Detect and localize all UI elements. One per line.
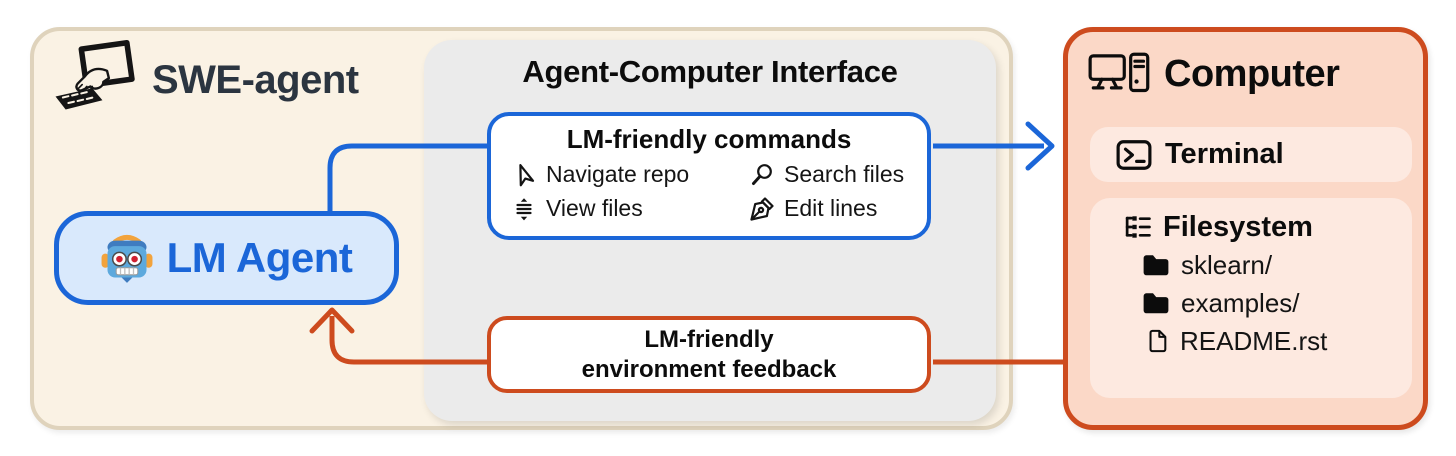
command-edit-lines: Edit lines bbox=[749, 195, 913, 222]
command-label: Navigate repo bbox=[546, 161, 690, 187]
view-lines-icon bbox=[516, 197, 532, 220]
aci-title: Agent-Computer Interface bbox=[522, 54, 898, 89]
search-icon bbox=[752, 163, 772, 185]
aci-panel: Agent-Computer Interface LM-friendly com… bbox=[424, 40, 996, 421]
hand-typing-on-monitor-icon bbox=[55, 39, 135, 110]
folder-icon bbox=[1143, 293, 1169, 314]
filesystem-section: Filesystem sklearn/ examples/ bbox=[1090, 198, 1412, 398]
lm-agent-box: LM Agent bbox=[54, 211, 399, 305]
computer-title: Computer bbox=[1164, 52, 1340, 95]
filesystem-title: Filesystem bbox=[1163, 210, 1313, 243]
filesystem-entry-readme: README.rst bbox=[1090, 322, 1412, 360]
terminal-label: Terminal bbox=[1165, 138, 1284, 170]
swe-agent-title: SWE-agent bbox=[152, 57, 359, 102]
filesystem-header: Filesystem bbox=[1090, 208, 1412, 246]
swe-agent-header: SWE-agent bbox=[50, 39, 359, 121]
feedback-box: LM-friendly environment feedback bbox=[487, 316, 931, 393]
command-label: Edit lines bbox=[784, 195, 878, 221]
command-navigate-repo: Navigate repo bbox=[511, 161, 749, 188]
filesystem-entry-name: examples/ bbox=[1181, 287, 1300, 318]
command-label: View files bbox=[546, 195, 643, 221]
blue-arrowhead-icon bbox=[1025, 121, 1055, 171]
terminal-icon bbox=[1116, 139, 1152, 170]
filesystem-entry-name: README.rst bbox=[1180, 325, 1328, 356]
command-view-files: View files bbox=[511, 195, 749, 222]
terminal-item: Terminal bbox=[1090, 127, 1412, 182]
robot-icon bbox=[101, 234, 153, 283]
command-search-files: Search files bbox=[749, 161, 913, 188]
tree-list-icon bbox=[1125, 215, 1151, 238]
filesystem-entry-sklearn: sklearn/ bbox=[1090, 246, 1412, 284]
lm-agent-label: LM Agent bbox=[166, 234, 353, 281]
computer-header: Computer bbox=[1088, 52, 1340, 96]
commands-box: LM-friendly commands Navigate repo Searc… bbox=[487, 112, 931, 240]
desktop-and-tower-icon bbox=[1088, 52, 1150, 93]
file-icon bbox=[1149, 329, 1167, 353]
navigate-icon bbox=[519, 163, 535, 186]
feedback-line-2: environment feedback bbox=[581, 355, 837, 383]
commands-grid: Navigate repo Search files View fil bbox=[505, 161, 913, 222]
command-label: Search files bbox=[784, 161, 905, 187]
edit-pen-icon bbox=[750, 196, 774, 221]
filesystem-entry-name: sklearn/ bbox=[1181, 249, 1273, 280]
feedback-line-1: LM-friendly bbox=[644, 325, 774, 353]
computer-panel: Computer Terminal bbox=[1063, 27, 1428, 430]
filesystem-entry-examples: examples/ bbox=[1090, 284, 1412, 322]
folder-icon bbox=[1143, 255, 1169, 276]
commands-title: LM-friendly commands bbox=[566, 124, 852, 154]
